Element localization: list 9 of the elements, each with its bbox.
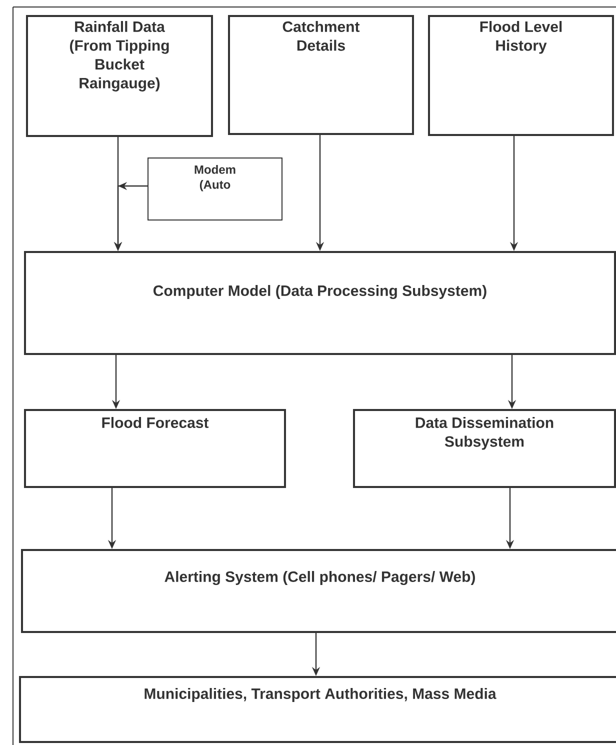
process-box: Catchment Details <box>228 15 414 135</box>
process-box: Flood Level History <box>428 15 614 136</box>
process-box: Computer Model (Data Processing Subsystem) <box>24 251 616 355</box>
process-box: Flood Forecast <box>24 409 286 488</box>
process-box: Modem (Auto <box>148 158 282 220</box>
process-box: Rainfall Data (From Tipping Bucket Raingauge) <box>26 15 213 137</box>
process-box: Alerting System (Cell phones/ Pagers/ Web) <box>21 549 616 633</box>
process-box: Data Dissemination Subsystem <box>353 409 616 488</box>
process-box: Municipalities, Transport Authorities, Mass Media <box>19 676 616 743</box>
